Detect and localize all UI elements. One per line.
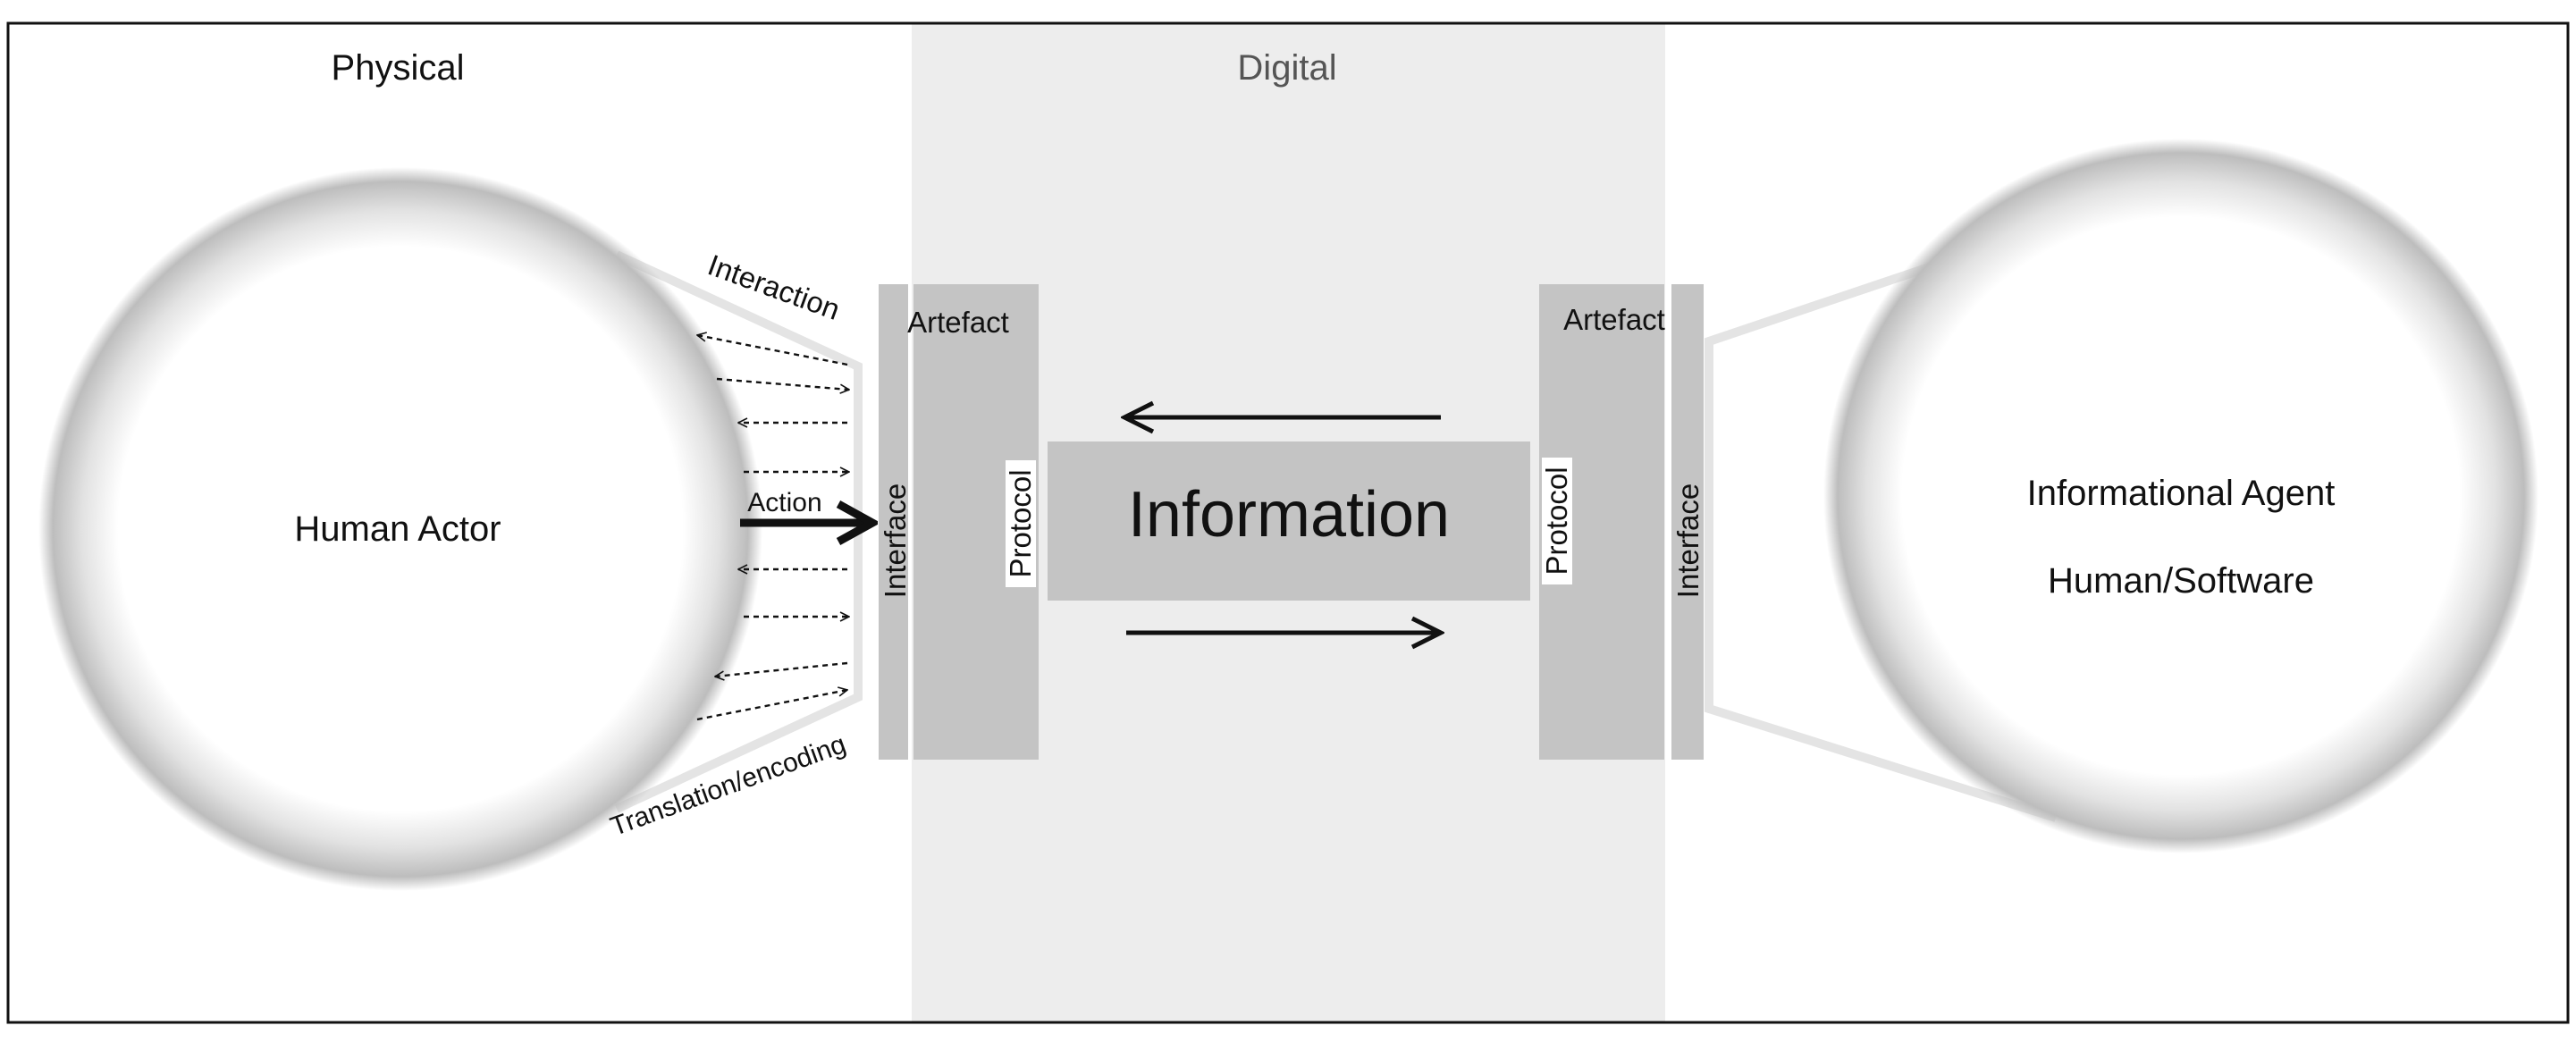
dashed-arrow-2: [716, 377, 849, 390]
left-artefact-label: Artefact: [907, 306, 1009, 339]
left-protocol-tag: [1006, 460, 1036, 587]
right-interface-block: [1671, 284, 1704, 760]
right-artefact-label: Artefact: [1563, 303, 1665, 336]
informational-agent-label: Informational Agent: [2027, 474, 2336, 513]
human-actor-sphere: [38, 167, 762, 891]
physical-region-label: Physical: [332, 48, 465, 88]
information-label: Information: [1128, 479, 1450, 551]
interaction-label: Interaction: [703, 248, 844, 325]
informational-agent-sphere: [1823, 139, 2538, 853]
dashed-arrow-7: [715, 661, 848, 677]
interaction-arrows: [697, 335, 849, 721]
left-protocol-label: Protocol: [1004, 469, 1037, 577]
diagram-frame: [6, 21, 2570, 1024]
human-actor-label: Human Actor: [294, 509, 501, 549]
digital-region-label: Digital: [1237, 48, 1336, 88]
information-block: [1048, 441, 1530, 601]
right-interface-label: Interface: [1671, 483, 1705, 598]
left-interface-label: Interface: [879, 483, 912, 598]
action-label: Action: [747, 488, 821, 517]
right-protocol-label: Protocol: [1540, 467, 1573, 575]
right-interaction-funnel: [1705, 259, 2058, 822]
left-interface-block: [879, 284, 908, 760]
right-protocol-tag: [1542, 458, 1572, 584]
human-software-label: Human/Software: [2048, 561, 2314, 601]
